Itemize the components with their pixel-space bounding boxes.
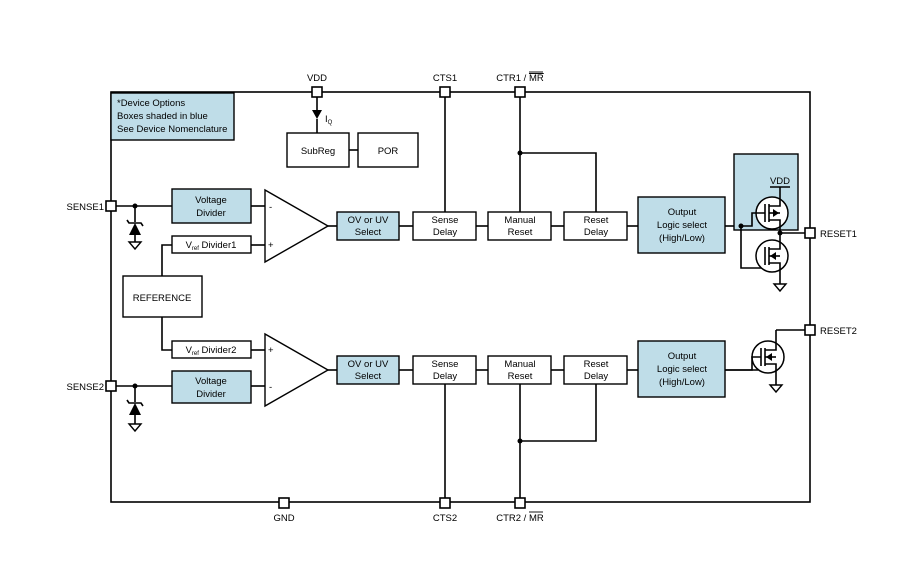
reset-delay-1-line2: Delay	[584, 227, 609, 238]
ovuv-select-2-line1: OV or UV	[348, 359, 389, 370]
por-block	[357, 132, 419, 168]
output-logic-1	[637, 196, 726, 254]
por-label: POR	[378, 146, 399, 157]
subreg-label: SubReg	[301, 146, 335, 157]
iq-label: IQ	[325, 114, 333, 126]
reset-delay-1	[563, 211, 628, 241]
output-logic-1-line1: Output	[668, 207, 697, 218]
comparator-2-plus: +	[268, 345, 274, 356]
vref-divider-2-label: Vref Divider2	[186, 345, 237, 357]
note-line-1: *Device Options	[117, 98, 185, 109]
ovuv-select-1	[336, 211, 400, 241]
voltage-divider-1-line2: Divider	[196, 208, 226, 219]
output-logic-2-line1: Output	[668, 351, 697, 362]
voltage-divider-2-line2: Divider	[196, 389, 226, 400]
cts1-pin-label: CTS1	[433, 73, 457, 84]
vref-divider-1-label: Vref Divider1	[186, 240, 237, 252]
ground-1-icon	[127, 241, 143, 251]
gnd-pin-label: GND	[273, 513, 294, 524]
output-logic-1-line2: Logic select	[657, 220, 708, 231]
sense2-pin-label: SENSE2	[67, 382, 105, 393]
reset-delay-1-line1: Reset	[584, 215, 609, 226]
ovuv-select-2	[336, 355, 400, 385]
reset1-pin: RESET1	[804, 227, 857, 240]
reset2-pin: RESET2	[804, 324, 857, 337]
vdd-pin: VDD	[307, 73, 327, 98]
ovuv-select-2-line2: Select	[355, 371, 382, 382]
reset1-pin-label: RESET1	[820, 229, 857, 240]
sense-delay-2	[412, 355, 477, 385]
ovuv-select-1-line1: OV or UV	[348, 215, 389, 226]
vdd-pin-label: VDD	[307, 73, 327, 84]
reference-label: REFERENCE	[133, 293, 192, 304]
sense1-pin-label: SENSE1	[67, 202, 105, 213]
sense-delay-2-line2: Delay	[433, 371, 458, 382]
iq-arrow-icon	[312, 110, 322, 119]
ctr1-pin-label: CTR1 / MR	[496, 73, 544, 84]
comparator-1: - +	[264, 188, 330, 264]
manual-reset-2-line2: Reset	[508, 371, 533, 382]
inner-vdd-label: VDD	[770, 176, 790, 187]
sense-delay-1-line2: Delay	[433, 227, 458, 238]
output-logic-2-line2: Logic select	[657, 364, 708, 375]
nmos-transistor-2-icon	[725, 330, 785, 385]
reset-delay-2-line1: Reset	[584, 359, 609, 370]
ovuv-select-1-line2: Select	[355, 227, 382, 238]
ground-2-icon	[127, 423, 143, 433]
output-logic-1-line3: (High/Low)	[659, 233, 705, 244]
voltage-divider-1-line1: Voltage	[195, 195, 227, 206]
nmos-transistor-1-icon	[755, 233, 789, 280]
manual-reset-1	[487, 211, 552, 241]
manual-reset-1-line1: Manual	[504, 215, 535, 226]
cts1-pin: CTS1	[433, 73, 457, 98]
comparator-1-plus: +	[268, 240, 274, 251]
package-outline	[110, 91, 811, 503]
note-line-3: See Device Nomenclature	[117, 124, 227, 135]
manual-reset-1-line2: Reset	[508, 227, 533, 238]
ground-3-icon	[772, 283, 788, 293]
voltage-divider-2	[171, 370, 252, 404]
sense1-pin: SENSE1	[67, 200, 117, 213]
ground-4-icon	[768, 384, 784, 394]
sense-delay-2-line1: Sense	[432, 359, 459, 370]
manual-reset-2-line1: Manual	[504, 359, 535, 370]
reset2-pin-label: RESET2	[820, 326, 857, 337]
ctr2-pin-label: CTR2 / MR	[496, 513, 544, 524]
note-line-2: Boxes shaded in blue	[117, 111, 208, 122]
voltage-divider-2-line1: Voltage	[195, 376, 227, 387]
output-logic-2-line3: (High/Low)	[659, 377, 705, 388]
comparator-1-minus: -	[269, 202, 272, 213]
sense2-pin: SENSE2	[67, 380, 117, 393]
gnd-pin: GND	[273, 497, 295, 524]
pmos-transistor-icon	[755, 196, 789, 233]
zener-diode-1-icon	[126, 219, 144, 235]
ctr2-pin: CTR2 / MR	[496, 497, 544, 524]
comparator-2: + -	[264, 332, 330, 408]
sense-delay-1-line1: Sense	[432, 215, 459, 226]
output-logic-2	[637, 340, 726, 398]
zener-diode-2-icon	[126, 399, 144, 415]
comparator-2-minus: -	[269, 382, 272, 393]
cts2-pin-label: CTS2	[433, 513, 457, 524]
device-options-note: *Device Options Boxes shaded in blue See…	[110, 92, 235, 141]
ctr1-pin: CTR1 / MR	[496, 71, 544, 98]
reset-delay-2-line2: Delay	[584, 371, 609, 382]
